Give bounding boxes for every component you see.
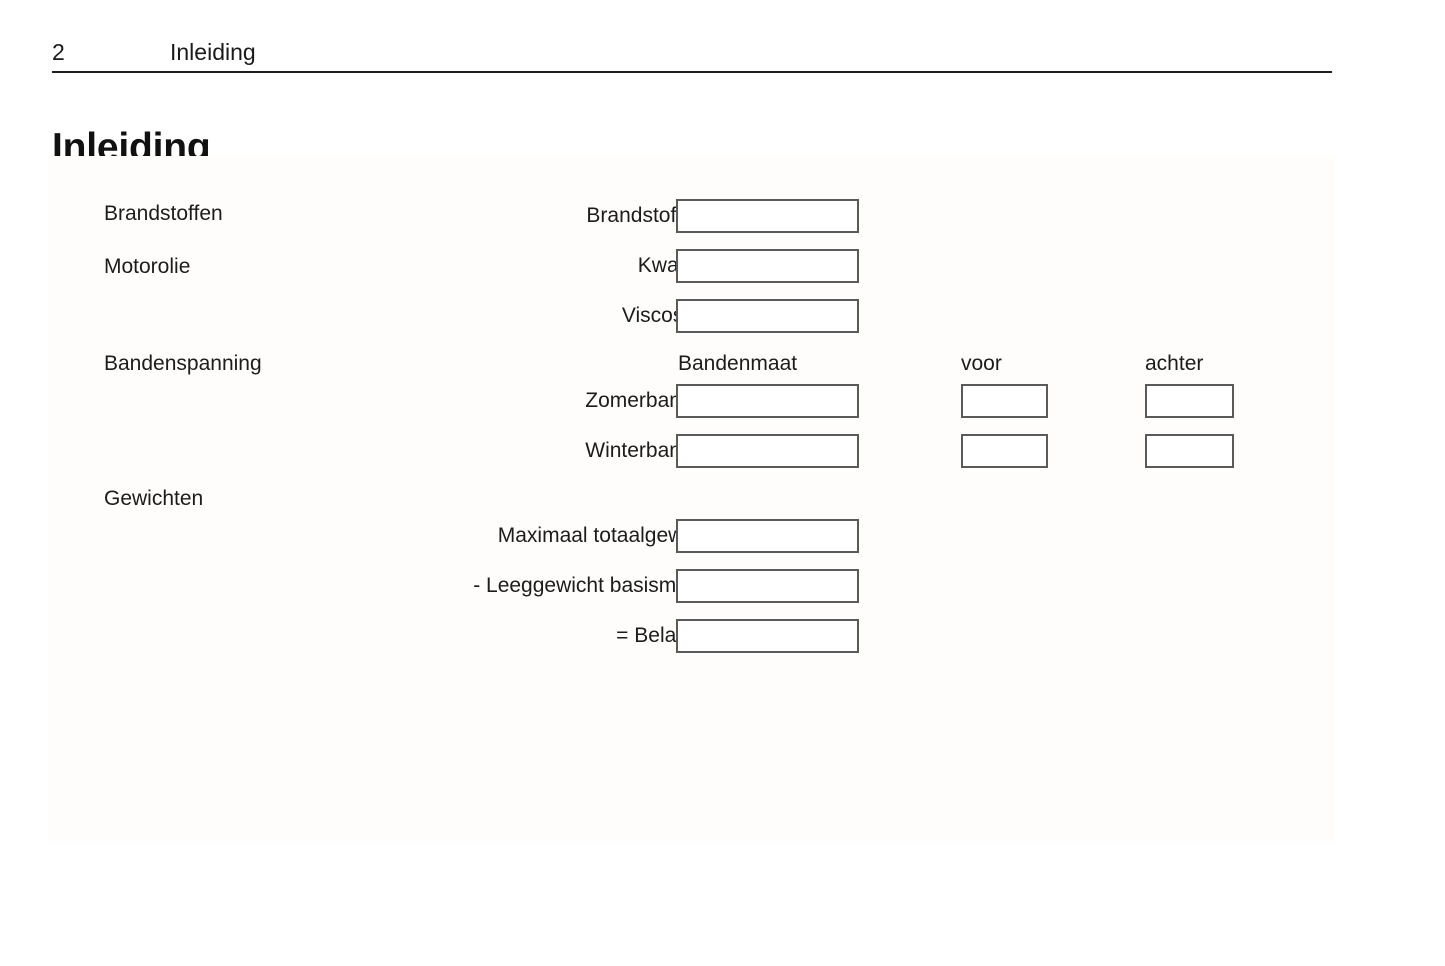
section-label-gewichten: Gewichten [104, 487, 204, 510]
input-box-wide[interactable] [676, 199, 859, 233]
page-number: 2 [52, 39, 65, 65]
field-row: Zomerbanden [48, 384, 1335, 418]
section-label-bandenspanning: Bandenspanning [104, 352, 262, 375]
field-row: Viscositeit [48, 299, 1335, 333]
input-box-wide[interactable] [676, 434, 859, 468]
section-label-motorolie: Motorolie [104, 255, 191, 278]
input-box-wide[interactable] [676, 519, 859, 553]
input-box-wide[interactable] [676, 299, 859, 333]
page-header: 2 Inleiding [52, 38, 1332, 74]
input-box-wide[interactable] [676, 619, 859, 653]
field-row: Brandstoftype [48, 199, 1335, 233]
field-row: Kwaliteit [48, 249, 1335, 283]
field-label: Maximaal totaalgewicht [497, 524, 716, 547]
input-box-wide[interactable] [676, 249, 859, 283]
input-box-rear[interactable] [1145, 434, 1234, 468]
field-row: Winterbanden [48, 434, 1335, 468]
input-box-wide[interactable] [676, 569, 859, 603]
input-box-rear[interactable] [1145, 384, 1234, 418]
input-box-front[interactable] [961, 434, 1048, 468]
field-row: - Leeggewicht basismodel [48, 569, 1335, 603]
field-row: Maximaal totaalgewicht [48, 519, 1335, 553]
tire-column-header-rear: achter [1145, 352, 1204, 375]
input-box-wide[interactable] [676, 384, 859, 418]
section-label-brandstoffen: Brandstoffen [104, 202, 223, 225]
running-head-title: Inleiding [170, 39, 256, 65]
field-label: - Leeggewicht basismodel [473, 574, 716, 597]
header-rule-divider [52, 71, 1332, 73]
field-row: = Belading [48, 619, 1335, 653]
input-box-front[interactable] [961, 384, 1048, 418]
tire-column-header-size: Bandenmaat [678, 352, 798, 375]
tire-column-header-front: voor [961, 352, 1002, 375]
